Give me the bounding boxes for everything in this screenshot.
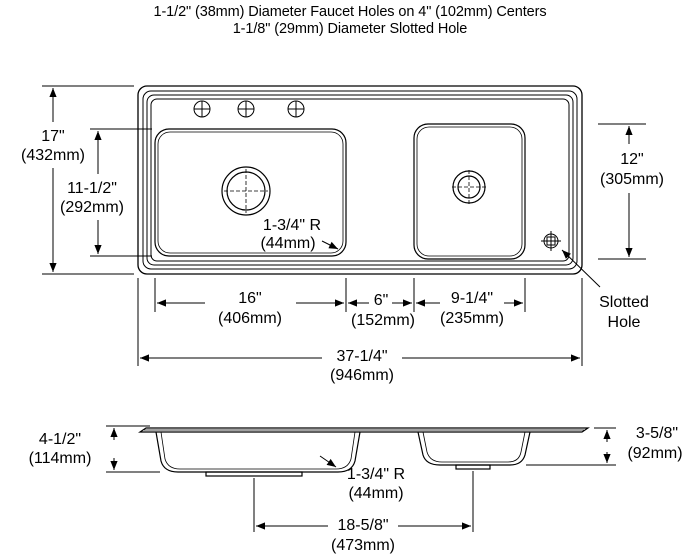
right-bowl-width-label: 9-1/4" [451, 290, 493, 307]
right-drain [452, 170, 486, 204]
small-bowl-height-label: 12" [620, 151, 643, 168]
left-depth-metric: (114mm) [29, 450, 92, 467]
side-radius-metric: (44mm) [348, 485, 403, 502]
diagram-header: 1-1/2" (38mm) Diameter Faucet Holes on 4… [0, 4, 700, 38]
top-view-dimension-lines [42, 85, 646, 366]
right-depth-label: 3-5/8" [636, 425, 678, 442]
top-view [137, 85, 583, 275]
sink-deck [150, 98, 570, 262]
left-depth-label: 4-1/2" [39, 431, 81, 448]
small-bowl-height-metric: (305mm) [600, 171, 664, 188]
slotted-hole-label-1: Slotted [599, 294, 649, 311]
bowl-height-label: 11-1/2" [67, 180, 117, 197]
bowl-height-metric: (292mm) [60, 199, 124, 216]
top-radius-label: 1-3/4" R [263, 217, 321, 234]
faucet-holes [193, 100, 305, 118]
slotted-hole-symbol [541, 231, 561, 251]
right-depth-metric: (92mm) [627, 445, 682, 462]
left-bowl [154, 128, 347, 257]
left-bowl-inner [157, 131, 344, 254]
drain-centers-metric: (473mm) [331, 537, 395, 554]
side-rim [138, 427, 590, 433]
side-right-drain [455, 464, 491, 470]
left-bowl-width-label: 16" [238, 290, 261, 307]
side-right-bowl [417, 431, 531, 466]
left-bowl-width-metric: (406mm) [218, 310, 282, 327]
dimension-labels: 17" (432mm) 11-1/2" (292mm) 12" (305mm) … [21, 128, 683, 554]
sink-outer-rim [137, 85, 583, 275]
side-left-bowl [155, 431, 361, 473]
right-bowl [413, 123, 526, 260]
top-radius-metric: (44mm) [260, 235, 315, 252]
right-bowl-inner [416, 126, 523, 257]
side-left-drain [205, 471, 303, 477]
overall-height-metric: (432mm) [21, 147, 85, 164]
slotted-hole-note: 1-1/8" (29mm) Diameter Slotted Hole [232, 21, 468, 37]
faucet-holes-note: 1-1/2" (38mm) Diameter Faucet Holes on 4… [153, 4, 547, 20]
sink-rim-inner-1 [142, 90, 578, 270]
left-drain [221, 166, 271, 216]
drain-centers-label: 18-5/8" [337, 517, 388, 534]
side-radius-label: 1-3/4" R [347, 466, 405, 483]
side-view [138, 427, 590, 477]
bowl-gap-label: 6" [374, 292, 389, 309]
bowl-gap-metric: (152mm) [351, 312, 415, 329]
slotted-hole-label-2: Hole [608, 314, 641, 331]
overall-width-label: 37-1/4" [336, 348, 387, 365]
side-view-dimension-lines [106, 425, 616, 532]
right-bowl-width-metric: (235mm) [440, 310, 504, 327]
sink-rim-inner-2 [146, 94, 574, 266]
overall-height-label: 17" [41, 128, 64, 145]
overall-width-metric: (946mm) [330, 367, 394, 384]
